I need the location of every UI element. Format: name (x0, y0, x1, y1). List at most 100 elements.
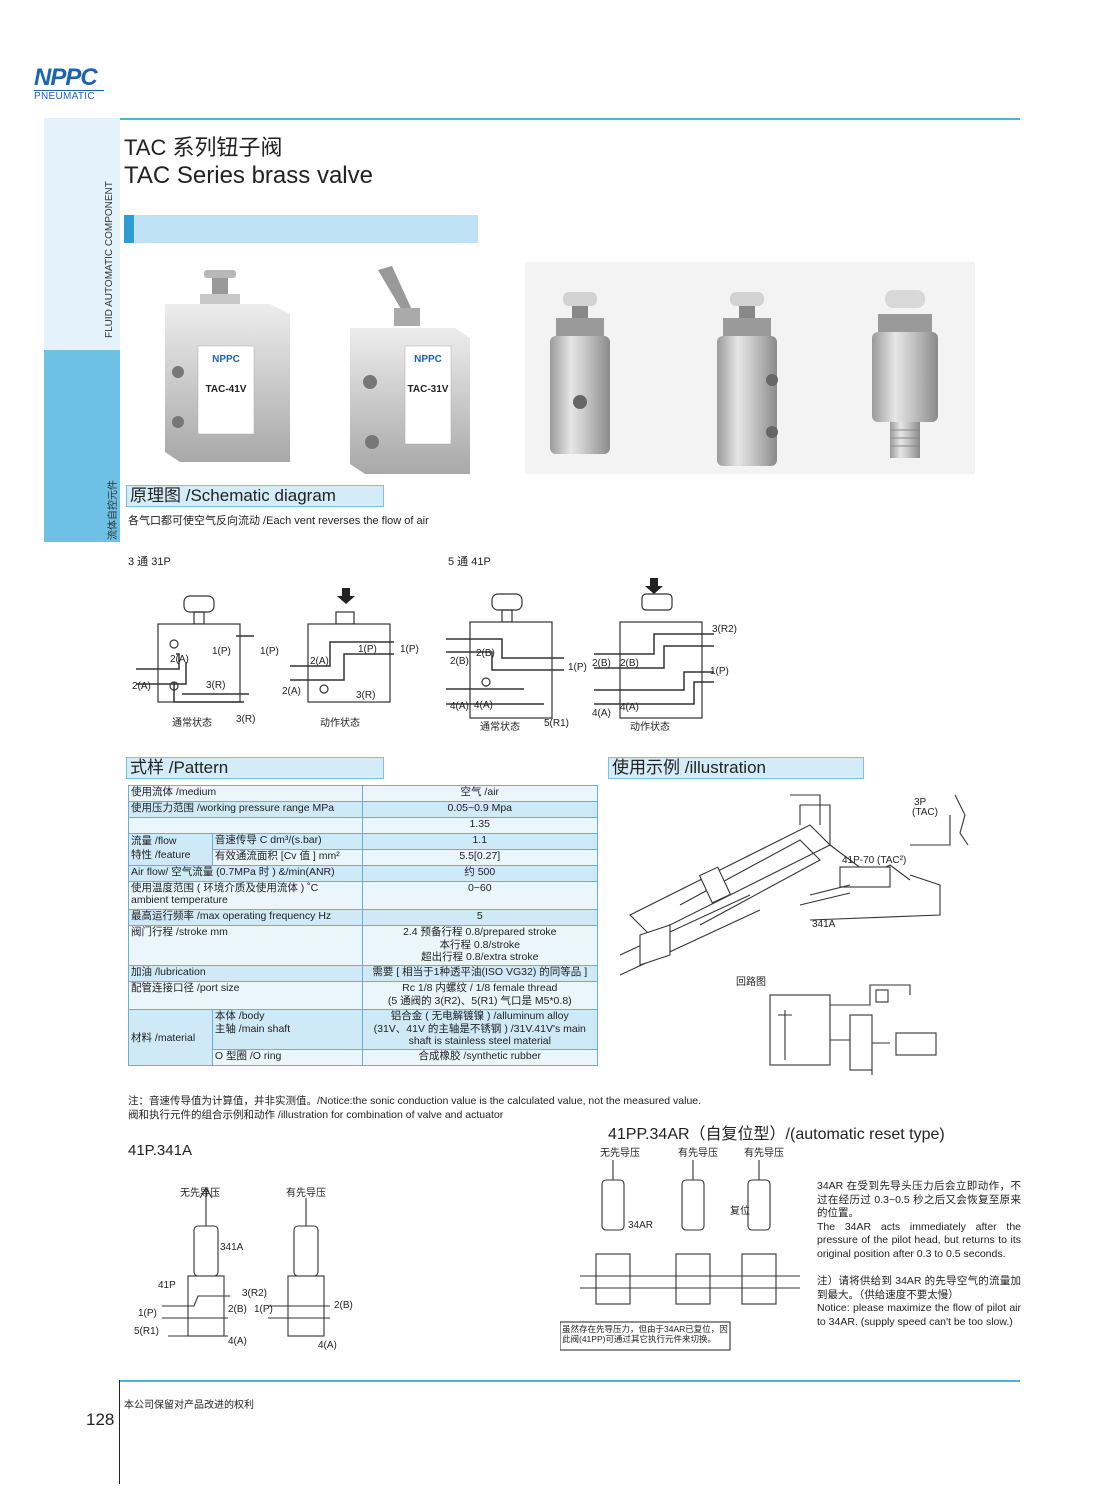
auto-text: 34AR 在受到先导头压力后会立即动作，不过在经历过 0.3~0.5 秒之后又会… (817, 1180, 1021, 1329)
label-5way: 5 通 41P (448, 556, 491, 568)
sch-normal-b: 通常状态 (480, 720, 520, 733)
cell-oring-val: 合成橡胶 /synthetic rubber (361, 1049, 599, 1066)
cell-medium-val: 空气 /air (361, 785, 599, 802)
auto-svg: 无先导压 有先导压 有先导压 34AR 复位 虽然存在先导压力，但由于34AR已… (559, 1146, 800, 1351)
side-label-zh: 流体自控元件 (108, 480, 119, 540)
combo-with-pilot: 有先导压 (286, 1186, 326, 1199)
sch-p2a-c: 2(A) (310, 656, 329, 667)
illustration-heading: 使用示例 /illustration (608, 757, 864, 779)
schematic-diagram: 1(P) 1(P) 2(A) 2(A) 3(R) 3(R) 通常状态 1(P) … (124, 574, 744, 744)
footer-rights: 本公司保留对产品改进的权利 (124, 1400, 254, 1411)
shaft-key: 主轴 /main shaft (214, 1023, 291, 1035)
cell-eff-val: 5.5[0.27] (361, 849, 599, 866)
auto-no-pilot: 无先导压 (600, 1147, 640, 1159)
auto-with-pilot: 有先导压 (678, 1146, 718, 1159)
sch-p2b-a: 2(B) (476, 648, 495, 659)
port-val-line2: (5 通阀的 3(R2)、5(R1) 气口是 M5*0.8) (387, 994, 572, 1007)
sch-p3r-c: 3(R) (356, 690, 375, 701)
cell-pressure2-key (128, 817, 363, 834)
product-photo-strip: NPPC TAC-41V NPPC TAC-31V (165, 262, 975, 474)
sch-p4a-c: 4(A) (592, 708, 611, 719)
combo-1p-b: 1(P) (254, 1304, 273, 1315)
pattern-heading: 式样 /Pattern (126, 757, 384, 779)
body-key: 本体 /body (214, 1010, 265, 1022)
mat-val-line2: (31V、41V 的主轴是不锈钢 ) /31V.41V's main (373, 1022, 586, 1035)
sch-p3r2-a: 3(R2) (712, 624, 737, 635)
combo-1p-a: 1(P) (138, 1308, 157, 1319)
auto-en1: The 34AR acts immediately after the pres… (817, 1220, 1021, 1260)
auto-caption: 虽然存在先导压力，但由于34AR已复位，因此阀(41PP)可通过其它执行元件来切… (562, 1324, 728, 1344)
cell-freq-key: 最高运行频率 /max operating frequency Hz (128, 909, 363, 926)
page-number: 128 (86, 1410, 115, 1429)
schematic-note: 各气口都可使空气反向流动 /Each vent reverses the flo… (128, 515, 429, 527)
combo-diagram: 无先导压 有先导压 341A 41P 3(R2) 2(B) 1(P) 1(P) … (128, 1176, 388, 1352)
photo-label-b: TAC-31V (408, 384, 449, 395)
table-row: 配管连接口径 /port size Rc 1/8 内螺纹 / 1/8 femal… (128, 981, 599, 1010)
product-tac-41v: NPPC TAC-41V (165, 270, 290, 462)
cell-stroke-key: 阀门行程 /stroke mm (128, 925, 363, 966)
combo-341a: 341A (220, 1242, 244, 1253)
sch-p2a-b: 2(A) (132, 681, 151, 692)
cell-body-shaft-key: 本体 /body 主轴 /main shaft (211, 1009, 363, 1050)
sch-p1-a: 1(P) (212, 646, 231, 657)
cell-eff-key: 有效通流面积 [Cv 值 ] mm² (211, 849, 363, 866)
sch-p1-d: 1(P) (400, 644, 419, 655)
table-row: 1.35 (128, 817, 599, 834)
side-band-active (44, 350, 120, 542)
sch-p4a-d: 4(A) (620, 702, 639, 713)
cell-lub-val: 需要 [ 相当于1种透平油(ISO VG32) 的同等品 ] (361, 965, 599, 982)
sch-p3r-a: 3(R) (206, 680, 225, 691)
product-tac-41p (717, 292, 778, 466)
illustration-diagram: 3P (TAC) 41P-70 (TAC²) 341A 回路图 (610, 785, 1030, 1075)
table-row: 使用流体 /medium 空气 /air (128, 785, 599, 802)
cell-airflow-val: 约 500 (361, 865, 599, 882)
photo-label-a: TAC-41V (206, 384, 247, 395)
combo-4a-a: 4(A) (228, 1336, 247, 1347)
table-row: 使用压力范围 /working pressure range MPa 0.05~… (128, 801, 599, 818)
port-val-line1: Rc 1/8 内螺纹 / 1/8 female thread (402, 982, 558, 994)
product-photos: NPPC TAC-41V NPPC TAC-31V (160, 262, 980, 480)
footer-divider (119, 1380, 120, 1484)
cell-port-key: 配管连接口径 /port size (128, 981, 363, 1010)
auto-en2: Notice: please maximize the flow of pilo… (817, 1302, 1021, 1328)
auto-34ar: 34AR (628, 1220, 653, 1231)
cell-sonic-val: 1.1 (361, 833, 599, 850)
sch-action-b: 动作状态 (630, 720, 670, 733)
cell-port-val: Rc 1/8 内螺纹 / 1/8 female thread (5 通阀的 3(… (361, 981, 599, 1010)
photo-brand-a: NPPC (212, 354, 240, 365)
product-tac-31v: NPPC TAC-31V (350, 266, 470, 474)
table-row: 材料 /material 本体 /body 主轴 /main shaft 铝合金… (128, 1009, 599, 1066)
combo-title: 41P.341A (128, 1142, 192, 1159)
product-tac-31p (550, 292, 610, 454)
title-bar (124, 215, 478, 243)
top-rule (120, 118, 1020, 120)
cell-temp-key: 使用温度范围 ( 环境介质及使用流体 ) ˚C ambient temperat… (128, 881, 363, 910)
cell-mat-val: 铝合金 ( 无电解镀镍 ) /alluminum alloy (31V、41V … (361, 1009, 599, 1050)
flow-key-line1: 流量 /flow (131, 835, 177, 847)
auto-with-pilot-2: 有先导压 (744, 1146, 784, 1159)
sch-p1-f: 1(P) (710, 666, 729, 677)
mat-val-line1: 铝合金 ( 无电解镀镍 ) /alluminum alloy (390, 1010, 569, 1022)
sch-p1-e: 1(P) (568, 662, 587, 673)
note-sonic: 注：音速传导值为计算值，并非实测值。/Notice:the sonic cond… (128, 1095, 702, 1107)
table-row: 加油 /lubrication 需要 [ 相当于1种透平油(ISO VG32) … (128, 965, 599, 982)
illus-tac-b: (TAC) (912, 807, 938, 818)
sch-p1-b: 1(P) (260, 646, 279, 657)
logo-mark: NPPC (34, 64, 98, 91)
pattern-table: 使用流体 /medium 空气 /air 使用压力范围 /working pre… (128, 785, 599, 1066)
sch-p2b-d: 2(B) (620, 658, 639, 669)
stroke-val-line3: 超出行程 0.8/extra stroke (421, 951, 539, 963)
illus-341a: 341A (812, 919, 836, 930)
illustration-svg: 3P (TAC) 41P-70 (TAC²) 341A 回路图 (619, 794, 969, 1075)
cell-airflow-key: Air flow/ 空气流量 (0.7MPa 时 ) &/min(ANR) (128, 865, 363, 882)
cell-lub-key: 加油 /lubrication (128, 965, 363, 982)
sch-p2b-c: 2(B) (592, 658, 611, 669)
table-row: Air flow/ 空气流量 (0.7MPa 时 ) &/min(ANR) 约 … (128, 865, 599, 882)
combo-41p: 41P (158, 1280, 176, 1291)
cell-oring-key: O 型圈 /O ring (211, 1049, 363, 1066)
illus-circuit: 回路图 (736, 975, 766, 988)
sch-p4a-b: 4(A) (450, 701, 469, 712)
illus-41p70: 41P-70 (TAC²) (842, 855, 906, 866)
page-title-en: TAC Series brass valve (124, 162, 373, 189)
sch-p2a-d: 2(A) (282, 686, 301, 697)
